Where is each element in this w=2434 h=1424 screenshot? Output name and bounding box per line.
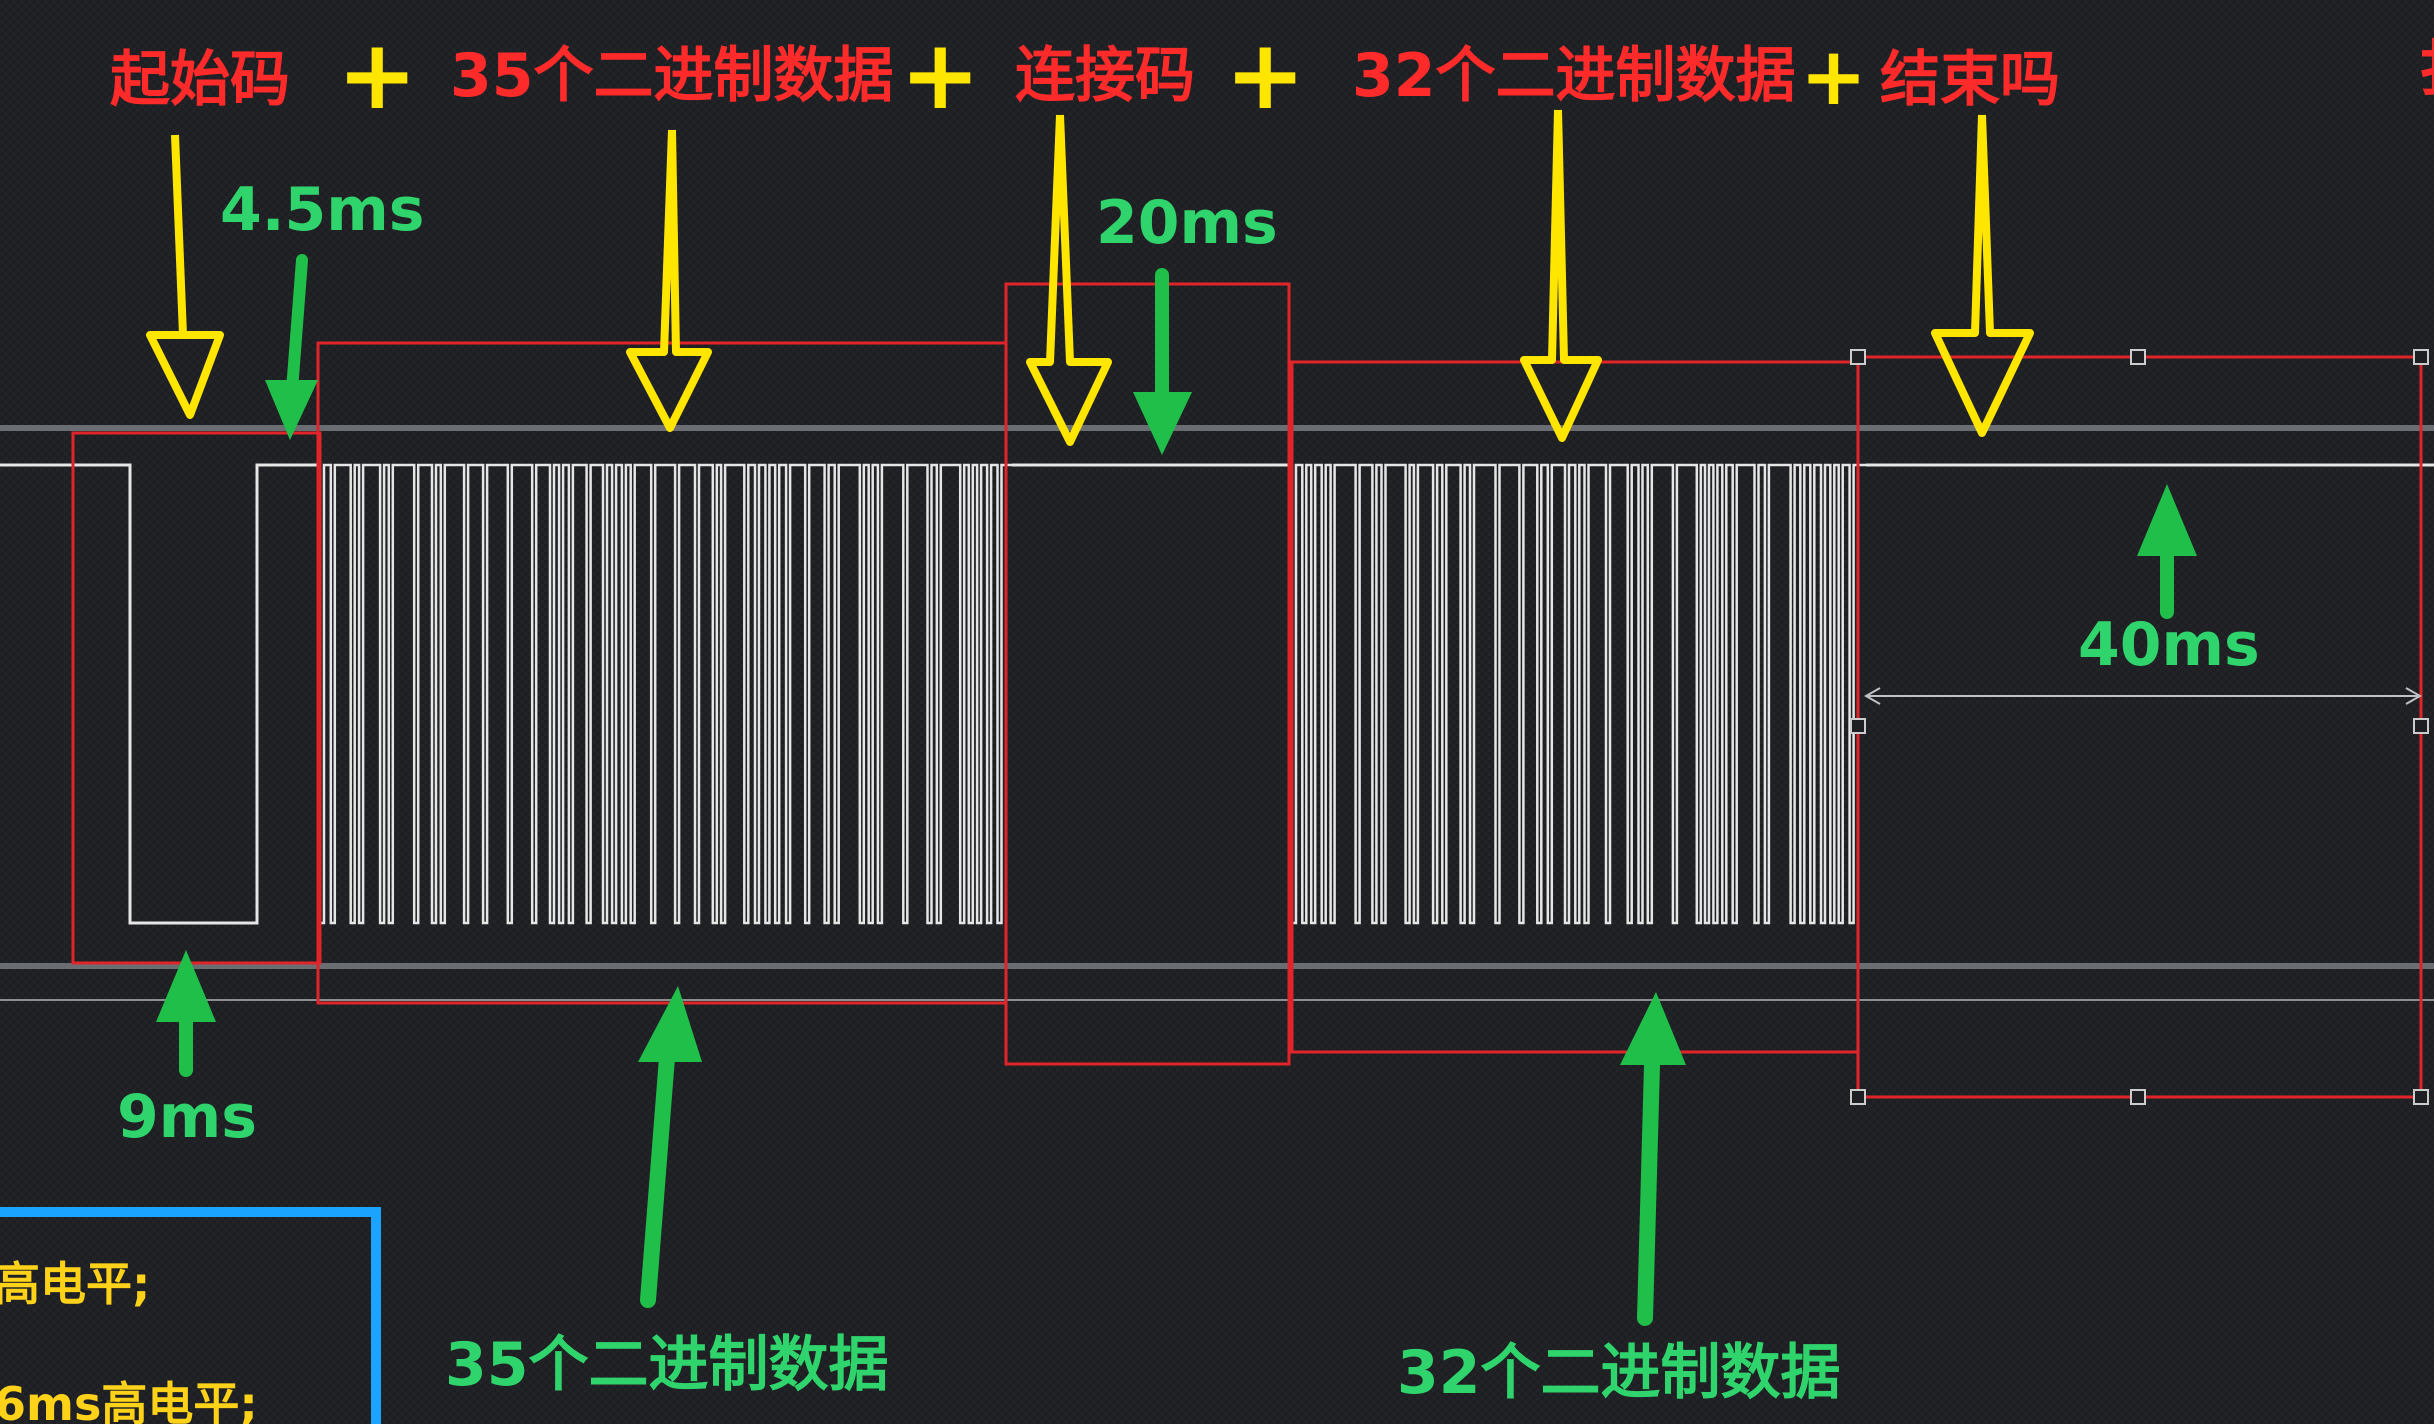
green-arrow-40ms [2137, 484, 2197, 619]
green-arrow-9ms [156, 950, 216, 1077]
label-40ms: 40ms [2078, 610, 2260, 680]
dimension-arrow-left [1863, 687, 1881, 705]
handle-ml[interactable] [1850, 718, 1866, 734]
yellow-arrow-connect [1026, 114, 1112, 446]
handle-tr[interactable] [2413, 349, 2429, 365]
label-start-code: 起始码 [110, 45, 290, 115]
label-4-5ms: 4.5ms [220, 175, 425, 245]
bottom-labels: 35个二进制数据 32个二进制数据 [445, 1330, 1841, 1408]
dimension-arrow-right [2405, 687, 2423, 705]
burst2-pulses [1290, 463, 1866, 925]
green-arrows [156, 254, 2197, 1326]
burst1-pulses [318, 463, 1012, 925]
bottom-rail [0, 963, 2434, 969]
green-arrow-data32 [1620, 992, 1686, 1326]
duration-labels: 4.5ms 20ms 40ms 9ms [117, 175, 2260, 1152]
handle-tl[interactable] [1850, 349, 1866, 365]
yellow-arrows [146, 109, 2034, 446]
end-code-box [1856, 355, 2423, 1099]
yellow-arrow-end [1931, 114, 2034, 437]
green-arrow-20ms [1133, 268, 1192, 455]
green-arrow-4-5ms [265, 254, 318, 440]
legend-box: 高电平; 6ms高电平; [0, 1207, 381, 1424]
label-bottom-data-32: 32个二进制数据 [1397, 1338, 1841, 1408]
handle-tm[interactable] [2130, 349, 2146, 365]
yellow-arrow-data35 [626, 129, 712, 432]
plus-2: + [900, 19, 980, 131]
label-edge-partial: 扌 [2418, 35, 2434, 105]
selection-handles [1850, 349, 2429, 1105]
plus-3: + [1225, 19, 1305, 131]
data-burst-32 [1290, 463, 1866, 925]
handle-bm[interactable] [2130, 1089, 2146, 1105]
yellow-arrow-start [146, 134, 224, 419]
green-arrow-data35 [638, 986, 702, 1308]
dimension-40ms [1863, 687, 2423, 705]
label-connect-code: 连接码 [1015, 41, 1195, 111]
label-data-32: 32个二进制数据 [1352, 41, 1796, 111]
handle-mr[interactable] [2413, 718, 2429, 734]
top-rail [0, 425, 2434, 431]
data-burst-35 [318, 463, 1012, 925]
label-data-35: 35个二进制数据 [450, 41, 894, 111]
label-bottom-data-35: 35个二进制数据 [445, 1330, 889, 1400]
connect-code-box [1004, 282, 1291, 1066]
waveform [0, 463, 2434, 925]
signal-rails [0, 425, 2434, 1001]
start-code-box [71, 431, 322, 965]
plus-4: + [1800, 30, 1867, 123]
region-boxes [71, 282, 2423, 1099]
top-labels: 起始码 + 35个二进制数据 + 连接码 + 32个二进制数据 + 结束吗 扌 [110, 19, 2434, 131]
legend-note-1: 高电平; [0, 1257, 150, 1311]
legend-border [0, 1207, 381, 1424]
label-end-code: 结束吗 [1880, 45, 2060, 115]
handle-bl[interactable] [1850, 1089, 1866, 1105]
yellow-arrow-data32 [1520, 109, 1602, 442]
handle-br[interactable] [2413, 1089, 2429, 1105]
leader-waveform [0, 463, 320, 925]
label-20ms: 20ms [1096, 188, 1278, 258]
legend-note-2: 6ms高电平; [0, 1377, 258, 1424]
label-9ms: 9ms [117, 1082, 257, 1152]
plus-1: + [337, 19, 417, 131]
